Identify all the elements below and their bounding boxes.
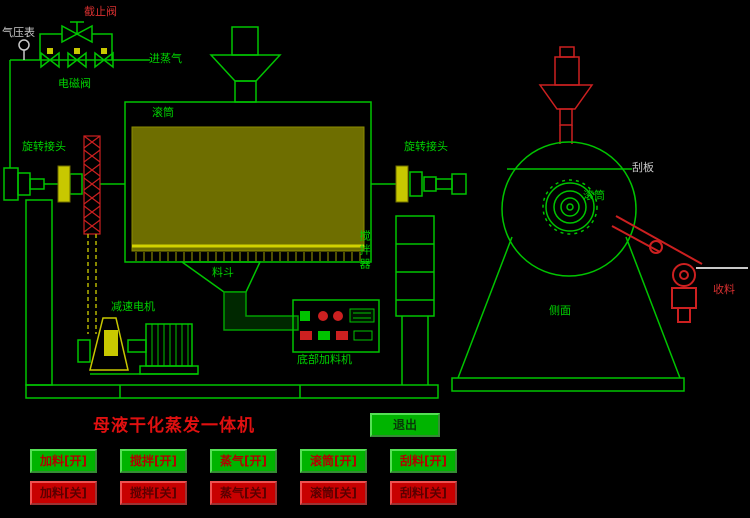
page-title: 母液干化蒸发一体机: [93, 416, 255, 436]
side-view-label: 侧面: [549, 304, 571, 317]
stop-valve-label: 截止阀: [84, 5, 117, 18]
stir-off-button[interactable]: 搅拌[关]: [120, 481, 187, 505]
side-stand: [451, 236, 685, 392]
steam-off-button[interactable]: 蒸气[关]: [210, 481, 277, 505]
scrape-on-button[interactable]: 刮料[开]: [390, 449, 457, 473]
feed-on-button[interactable]: 加料[开]: [30, 449, 97, 473]
hopper-label: 料斗: [212, 266, 234, 279]
left-stand: [25, 199, 53, 386]
pipe-valve-icons: [40, 48, 114, 69]
pressure-gauge-label: 气压表: [2, 26, 35, 39]
gear-motor-label: 减速电机: [111, 300, 155, 313]
scraper-label: 刮板: [632, 161, 654, 174]
rotary-joint-right-label: 旋转接头: [404, 140, 448, 153]
stir-on-button[interactable]: 搅拌[开]: [120, 449, 187, 473]
rotary-joint-right-icon: [371, 171, 467, 197]
side-drum-label: 滚筒: [583, 189, 605, 202]
coupling-left: [57, 165, 71, 203]
side-hopper: [538, 46, 594, 144]
drum-contents: [131, 126, 365, 252]
pressure-gauge-icon: [18, 39, 30, 60]
exit-button[interactable]: 退出: [370, 413, 440, 437]
steam-piping: [9, 21, 150, 168]
drum-on-button[interactable]: 滚筒[开]: [300, 449, 367, 473]
scrape-off-button[interactable]: 刮料[关]: [390, 481, 457, 505]
collect-label: 收料: [713, 283, 735, 296]
drum-teeth: [135, 252, 361, 261]
steam-inlet-label: 进蒸气: [149, 52, 182, 65]
feeder-box: [292, 299, 380, 353]
machine-base: [25, 384, 439, 399]
rotary-joint-left-icon: [3, 167, 125, 201]
coupling-right: [395, 165, 409, 203]
side-drum-icon: [501, 141, 637, 277]
feed-pipe: [223, 291, 299, 331]
steam-on-button[interactable]: 蒸气[开]: [210, 449, 277, 473]
bottom-feeder-label: 底部加料机: [297, 353, 352, 366]
feed-off-button[interactable]: 加料[关]: [30, 481, 97, 505]
solenoid-valve-label: 电磁阀: [58, 77, 91, 90]
drum-off-button[interactable]: 滚筒[关]: [300, 481, 367, 505]
feed-hopper-top: [209, 26, 282, 103]
drum-label: 滚筒: [152, 106, 174, 119]
drive-sprocket: [83, 135, 101, 235]
agitator-label: 搅拌器: [358, 230, 372, 272]
rotary-joint-left-label: 旋转接头: [22, 140, 66, 153]
right-stand: [395, 215, 435, 385]
gear-motor-icon: [77, 317, 199, 375]
scraper-assembly: [611, 215, 703, 323]
drive-chain: [87, 234, 97, 334]
